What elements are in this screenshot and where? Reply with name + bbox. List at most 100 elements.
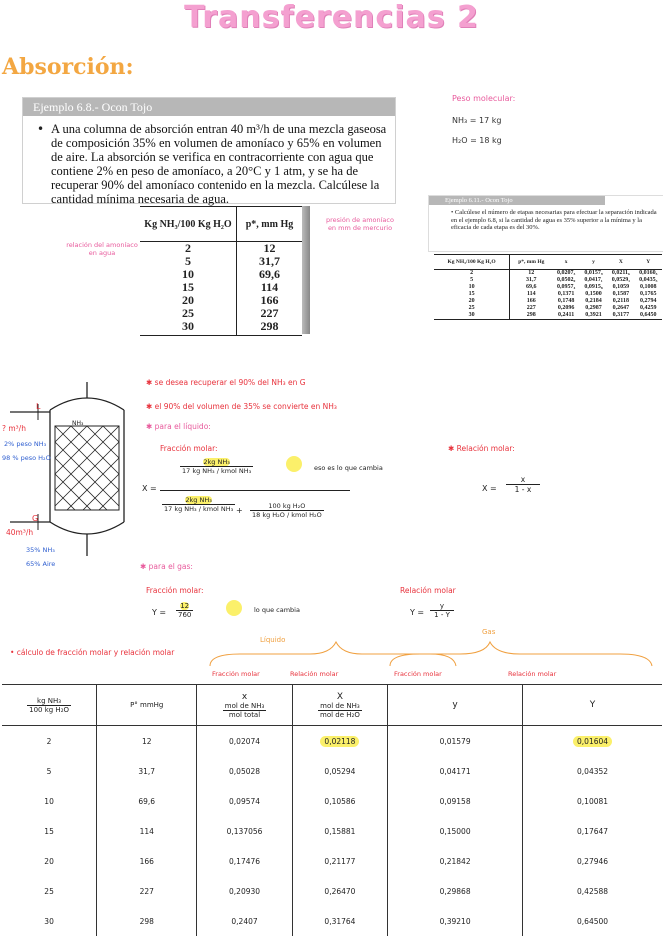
label-liquid-mole-ratio: ✱ Relación molar: (448, 444, 515, 453)
calc-cell: 0,42588 (522, 876, 662, 906)
calc-cell-value: 0,15000 (439, 826, 471, 836)
book-header-cell: x (552, 254, 580, 270)
book-cell: 10 (434, 284, 511, 291)
group-braces (209, 640, 653, 667)
calc-cell: 0,10081 (522, 786, 662, 816)
calc-cell: 0,21177 (291, 846, 388, 876)
book-cell: 20 (434, 298, 511, 305)
highlight-dot-x (286, 456, 302, 472)
calc-cell: 10 (2, 786, 97, 816)
calc-cell: 0,01604 (522, 725, 662, 756)
book-cell: 31,7 (526, 277, 537, 283)
x-lhs: X = (142, 484, 157, 493)
calc-cell: 0,17647 (522, 816, 662, 846)
calc-cell-value: 12 (141, 736, 152, 746)
calc-cell-value: 5 (46, 766, 52, 776)
table-shadow (302, 206, 310, 334)
y-num: 12 (180, 602, 190, 610)
X-lhs: X = (482, 484, 497, 493)
Y-lhs: Y = (410, 608, 425, 617)
calc-cell: 0,31764 (291, 906, 388, 936)
book-cell: 227 (526, 305, 536, 311)
calc-cell-value: 0,10081 (577, 796, 609, 806)
book-cell: 166 (526, 298, 536, 304)
book-cell: 0,2118 (612, 298, 629, 304)
y-changes-note: lo que cambia (254, 606, 300, 614)
calc-cell-value: 0,2407 (231, 916, 258, 926)
note-liquid: ✱ para el líquido: (146, 422, 211, 431)
calc-cell-value: 0,09574 (229, 796, 261, 806)
book-cell: 298 (509, 312, 553, 320)
calc-cell: 0,10586 (291, 786, 388, 816)
label-gas-mole-ratio: Relación molar (400, 586, 456, 595)
calc-cell-value: 0,04352 (577, 766, 609, 776)
column-top-flow: ? m³/h (2, 424, 26, 433)
calc-cell-value: 20 (44, 856, 54, 866)
eq-cell-concentration: 2 (140, 241, 237, 255)
note-recover: ✱ se desea recuperar el 90% del NH₃ en G (146, 378, 306, 387)
calc-cell-value: 0,02118 (320, 735, 360, 747)
book-cell: 0,6450 (634, 312, 662, 320)
eq-cell-pressure: 227 (260, 306, 279, 320)
Y-fraction: y 1 - Y (430, 600, 454, 619)
book-cell: 0,0529₁ (611, 277, 631, 283)
label-gas-mole-fraction: Fracción molar: (146, 586, 204, 595)
calc-cell: 0,29868 (387, 876, 523, 906)
calc-header-y: y (387, 684, 523, 726)
column-top-cap (49, 397, 125, 411)
book-cell: 2 (434, 269, 511, 277)
calc-cell: 30 (2, 906, 97, 936)
x-changes-note: eso es lo que cambia (314, 464, 383, 472)
column-bottom-label: G (32, 514, 39, 523)
column-bottom-cap (49, 521, 125, 535)
eq-note-left: relación del amoníaco en agua (66, 241, 138, 257)
eq-cell-pressure: 114 (260, 280, 279, 294)
calc-cell-value: 298 (139, 916, 154, 926)
top-label-gas-fraction: Fracción molar (394, 670, 442, 678)
calc-header-Y: Y (522, 684, 662, 726)
calc-cell: 0,39210 (387, 906, 523, 936)
example2-header: Ejemplo 6.11.- Ocon Tojo (429, 196, 605, 205)
column-bottom-flow: 40m³/h (6, 528, 34, 537)
brace-gas (389, 640, 653, 667)
book-header-cell: X (607, 254, 635, 270)
column-outlet-nh3: 35% NH₃ (26, 546, 55, 554)
calc-cell-value: 0,21842 (439, 856, 471, 866)
note-gas: ✱ para el gas: (140, 562, 193, 571)
calc-cell-value: 227 (139, 886, 154, 896)
calc-cell-value: 0,64500 (577, 916, 609, 926)
calc-cell: 0,05294 (291, 756, 388, 786)
calc-cell: 5 (2, 756, 97, 786)
column-inlet-h2o: 98 % peso H₂O (2, 454, 51, 462)
book-cell: 0,2647 (612, 305, 630, 311)
book-cell: 0,0435₃ (639, 277, 658, 283)
calc-cell-value: 10 (44, 796, 54, 806)
molar-weight-label: Peso molecular: (452, 94, 516, 103)
calc-cell: 12 (96, 725, 197, 756)
calc-cell-value: 0,39210 (439, 916, 471, 926)
brace-liquid (209, 640, 457, 667)
x-bottom-num2: 100 kg H₂O (250, 502, 324, 511)
calc-cell-value: 0,31764 (324, 916, 356, 926)
calc-cell: 2 (2, 726, 97, 757)
eq-cell-concentration: 25 (140, 307, 237, 320)
calc-cell: 20 (2, 846, 97, 876)
calc-cell: 0,137056 (196, 816, 293, 846)
book-cell: 25 (434, 305, 511, 312)
note-volume: ✱ el 90% del volumen de 35% se convierte… (146, 402, 337, 411)
eq-cell-pressure: 298 (236, 320, 302, 336)
